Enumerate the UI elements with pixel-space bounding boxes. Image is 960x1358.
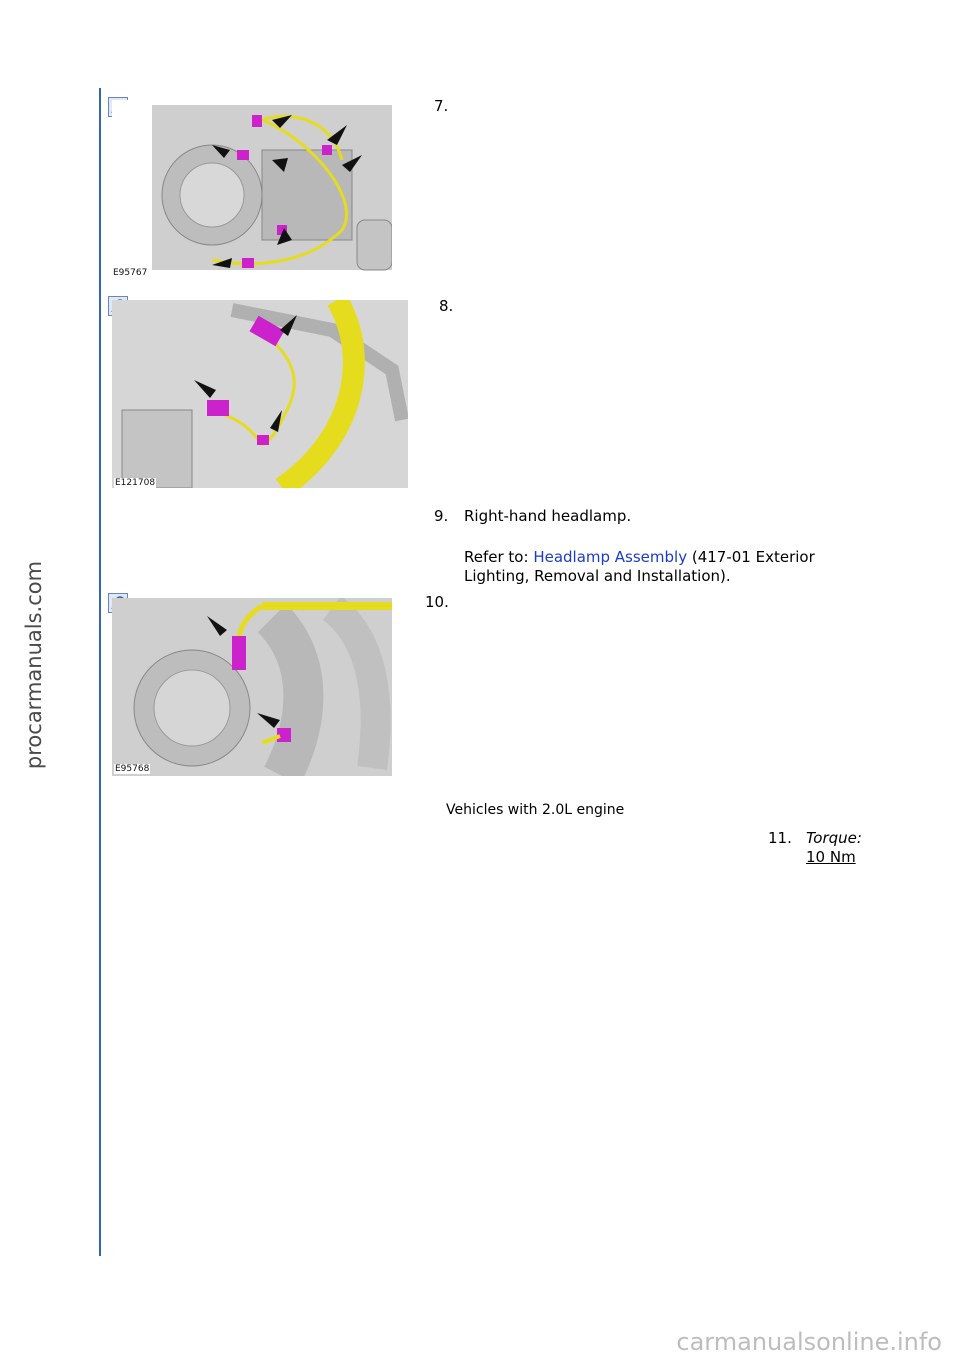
refer-suffix: (417-01 Exterior [687, 548, 815, 566]
step-number: 9. [434, 507, 449, 525]
figure-step-7[interactable]: E95767 [112, 100, 392, 280]
side-watermark: procarmanuals.com [22, 560, 46, 770]
step-text: Right-hand headlamp. [464, 507, 632, 525]
step-number: 8. [439, 297, 454, 315]
left-margin-rule [99, 88, 101, 1256]
figure-label: E121708 [114, 478, 157, 488]
refer-line2: Lighting, Removal and Installation). [464, 567, 731, 585]
step-number: 10. [425, 593, 449, 611]
figure-label: E95768 [114, 764, 151, 774]
refer-prefix: Refer to: [464, 548, 534, 566]
figure-step-8[interactable]: E121708 [112, 300, 408, 488]
step-number: 7. [434, 97, 449, 115]
footer-watermark: carmanualsonline.info [676, 1328, 942, 1356]
headlamp-assembly-link[interactable]: Headlamp Assembly [533, 548, 688, 566]
step-number: 11. [768, 829, 792, 847]
figure-step-10[interactable]: E95768 [112, 598, 392, 776]
torque-block: Torque: 10 Nm [806, 829, 862, 867]
torque-label: Torque: [806, 829, 862, 847]
torque-value: 10 Nm [806, 848, 856, 866]
engine-note: Vehicles with 2.0L engine [446, 802, 625, 818]
figure-label: E95767 [112, 268, 149, 278]
reference-text: Refer to: Headlamp Assembly (417-01 Exte… [464, 548, 884, 586]
